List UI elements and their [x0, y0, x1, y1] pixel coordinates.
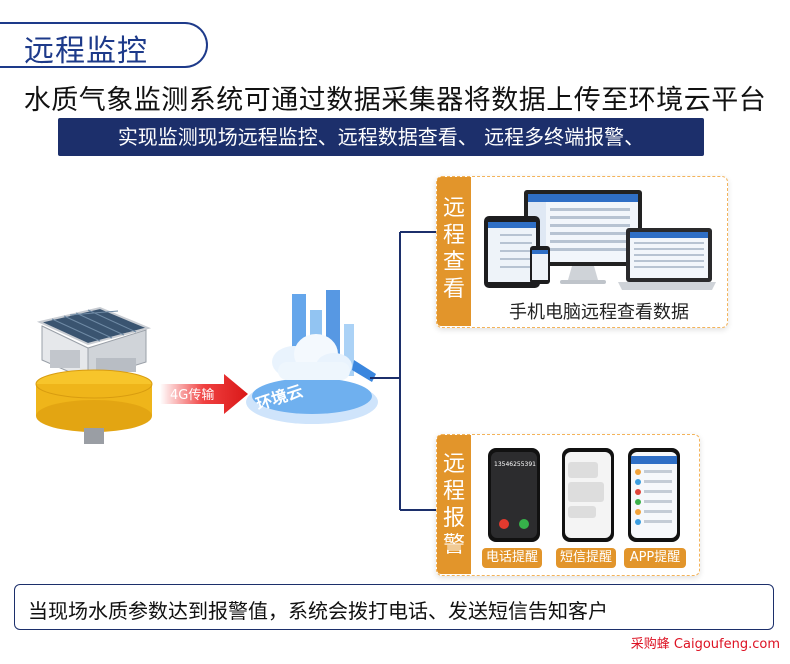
- label-char: 远: [442, 452, 465, 477]
- watermark: 采购蜂 Caigoufeng.com: [630, 637, 780, 652]
- label-char: 程: [442, 223, 465, 248]
- subheading-bar: 实现监测现场远程监控、远程数据查看、 远程多终端报警、: [58, 118, 704, 156]
- badge-app-alert: APP提醒: [624, 548, 686, 568]
- phone-sms-illustration: [562, 448, 614, 542]
- badge-call-alert: 电话提醒: [482, 548, 542, 568]
- bottom-summary-box: [14, 584, 774, 630]
- cloud-icon: [272, 334, 352, 380]
- buoy-device-illustration: [35, 306, 153, 444]
- panel-remote-view-label: 远 程 查 看: [437, 177, 471, 326]
- decline-call-icon: [499, 519, 509, 529]
- phone-app-illustration: [628, 448, 680, 542]
- badge-sms-alert: 短信提醒: [556, 548, 616, 568]
- transmission-arrow: [160, 374, 248, 414]
- transmission-label: 4G传输: [170, 388, 215, 403]
- accept-call-icon: [519, 519, 529, 529]
- sms-bubble-icon: [568, 462, 598, 478]
- devices-illustration: [484, 190, 716, 290]
- label-char: 看: [442, 277, 465, 302]
- label-char: 程: [442, 479, 465, 504]
- cloud-platform-illustration: [246, 290, 378, 424]
- panel-remote-view-caption: 手机电脑远程查看数据: [509, 302, 689, 323]
- header-tab-title: 远程监控: [24, 34, 148, 69]
- header-tab: [0, 22, 208, 68]
- bottom-summary-text: 当现场水质参数达到报警值，系统会拨打电话、发送短信告知客户: [28, 599, 608, 623]
- label-char: 报: [442, 506, 465, 531]
- caller-number: 13546255391: [494, 461, 536, 468]
- connector-lines: [370, 231, 438, 511]
- panel-remote-alarm-label: 远 程 报 警: [437, 435, 471, 574]
- label-char: 警: [442, 533, 465, 558]
- label-char: 查: [442, 250, 465, 275]
- label-char: 远: [442, 196, 465, 221]
- headline: 水质气象监测系统可通过数据采集器将数据上传至环境云平台: [23, 85, 767, 116]
- phone-call-illustration: [488, 448, 540, 542]
